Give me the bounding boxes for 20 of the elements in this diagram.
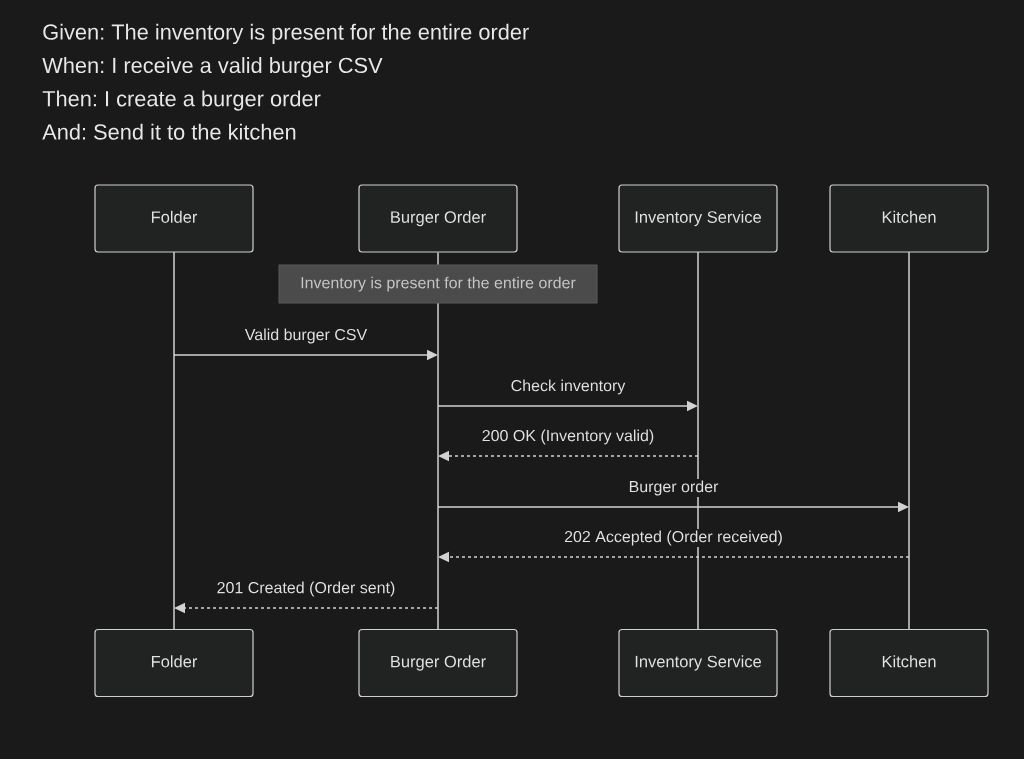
scenario-line: When: I receive a valid burger CSV [42,57,383,78]
note-box: Inventory is present for the entire order [278,264,598,304]
participant-box: Folder [94,184,254,253]
participant-box: Inventory Service [618,628,778,698]
participant-box: Kitchen [829,628,989,698]
participant-box: Folder [94,628,254,698]
participant-box: Burger Order [358,184,518,253]
participant-box: Burger Order [358,628,518,698]
scenario-line: Given: The inventory is present for the entire order [43,23,529,45]
participant-box: Kitchen [829,184,989,253]
edge-label: 200 OK (Inventory valid) [480,428,656,446]
lifeline [437,251,439,266]
participant-box: Inventory Service [618,184,778,253]
edge-label: 202 Accepted (Order received) [562,529,785,547]
edge-label: Valid burger CSV [243,327,369,345]
edge-label: Burger order [627,479,720,497]
edge-label: Check inventory [509,378,627,396]
scenario-line: And: Send it to the kitchen [42,123,296,140]
scenario-line: Then: I create a burger order [42,90,321,111]
edge-label: 201 Created (Order sent) [215,580,397,598]
